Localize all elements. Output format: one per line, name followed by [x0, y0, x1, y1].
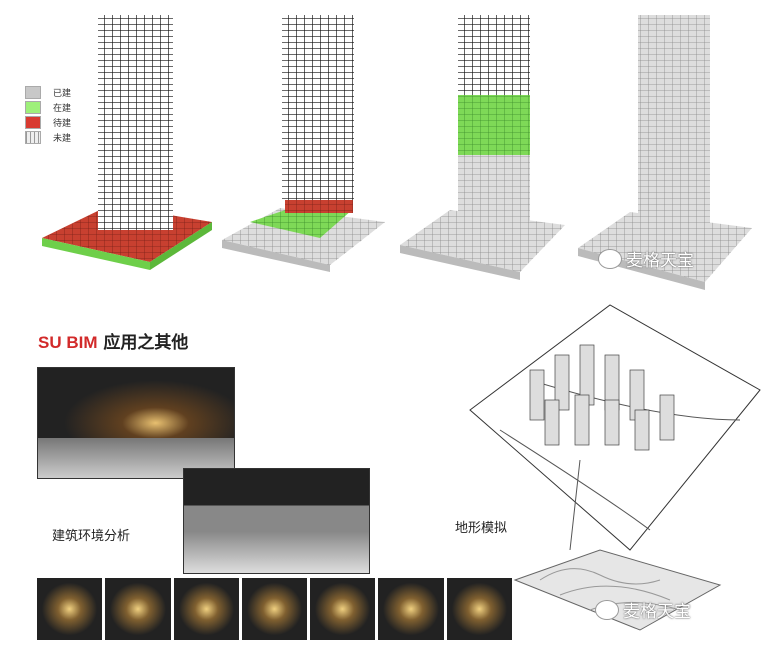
render-corridor-1	[37, 367, 235, 479]
watermark: 麦格天宝	[595, 597, 691, 622]
tower-phase-2	[222, 15, 385, 272]
watermark-text: 麦格天宝	[623, 602, 691, 622]
legend-item: 未建	[25, 131, 71, 144]
legend-label: 未建	[53, 134, 72, 144]
wechat-icon	[595, 599, 619, 620]
title-text: 应用之其他	[103, 333, 189, 353]
legend-swatch	[25, 131, 41, 144]
render-thumbnail	[37, 578, 103, 640]
watermark-text: 麦格天宝	[626, 251, 694, 271]
render-thumbnail	[446, 578, 512, 640]
render-thumbnail	[310, 578, 376, 640]
legend-swatch	[25, 86, 41, 99]
render-thumbnail	[241, 578, 308, 640]
legend-label: 在建	[53, 104, 72, 114]
render-thumbnail-strip	[37, 578, 512, 640]
legend-item: 在建	[25, 101, 71, 114]
legend-label: 待建	[53, 119, 72, 129]
construction-phase-towers	[42, 15, 752, 290]
tower-phase-1	[42, 15, 212, 270]
legend-swatch	[25, 116, 41, 129]
render-corridor-2	[183, 468, 370, 574]
watermark: 麦格天宝	[598, 246, 694, 271]
tower-phase-3	[400, 15, 565, 280]
environment-analysis-label: 建筑环境分析	[52, 529, 131, 544]
terrain-simulation-label: 地形模拟	[455, 521, 508, 536]
render-thumbnail	[105, 578, 171, 640]
legend-item: 已建	[25, 86, 71, 99]
legend-item: 待建	[25, 116, 71, 129]
section-title: SU BIM 应用之其他	[38, 328, 188, 353]
site-plan-model	[469, 304, 761, 551]
legend-label: 已建	[53, 89, 72, 99]
title-prefix: SU BIM	[38, 333, 98, 352]
wechat-icon	[598, 248, 622, 269]
tower-phase-4	[578, 15, 752, 290]
render-thumbnail	[378, 578, 444, 640]
legend-swatch	[25, 101, 41, 114]
render-thumbnail	[173, 578, 239, 640]
